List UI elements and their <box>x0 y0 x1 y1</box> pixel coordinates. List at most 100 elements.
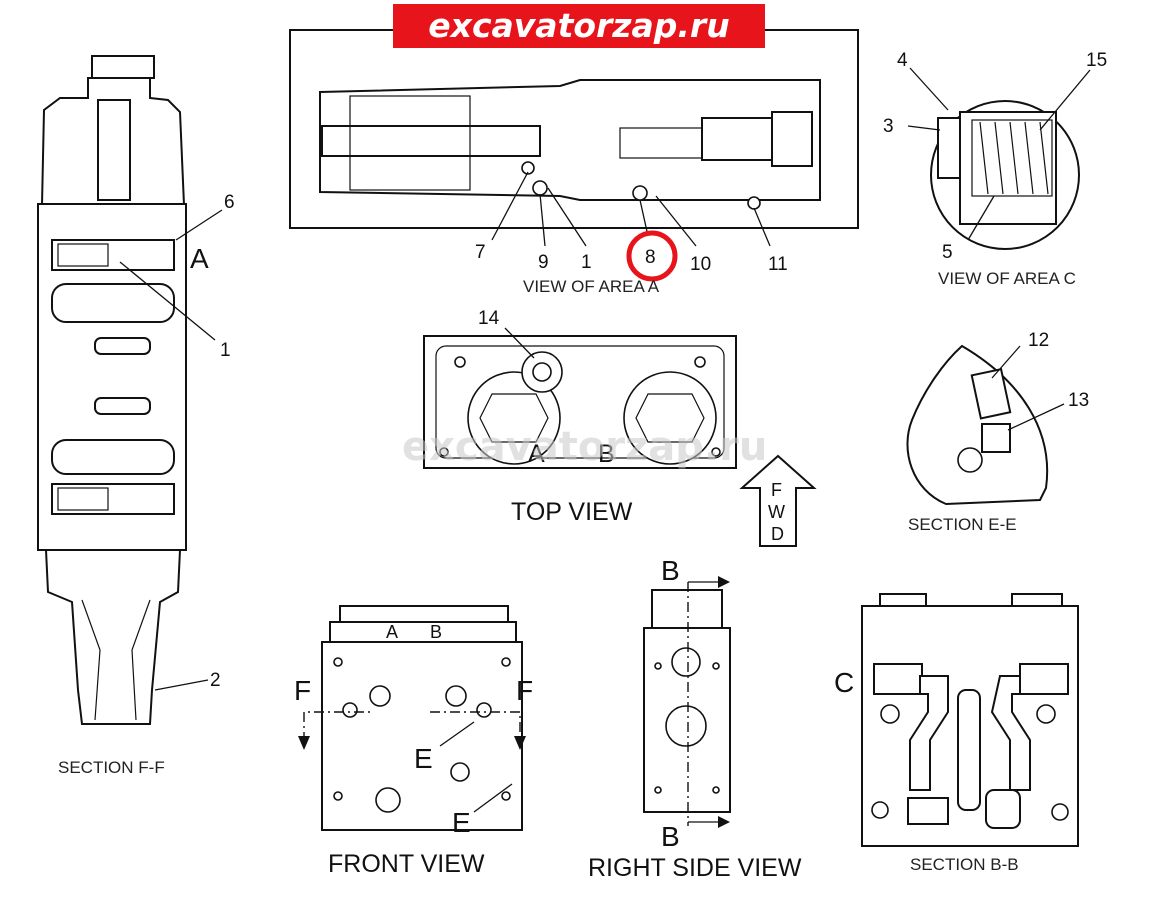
section-ee-hole <box>957 447 983 473</box>
area-c-spring-housing <box>971 119 1053 197</box>
section-ff-top-bore <box>97 99 131 201</box>
right-view-b-top: B <box>661 555 680 586</box>
caption-top-view: TOP VIEW <box>511 498 633 526</box>
section-ff-passage-2 <box>51 439 175 475</box>
top-view-bolt-2 <box>694 356 706 368</box>
section-ff-upper-bore <box>51 239 175 271</box>
right-view-top-fitting <box>651 589 723 629</box>
leader-13 <box>1007 403 1065 431</box>
leader-3 <box>907 125 941 131</box>
caption-front-view: FRONT VIEW <box>328 850 485 878</box>
watermark-overlay: excavatorzap.ru <box>402 424 767 470</box>
top-view: A B 14 TOP VIEW F W D <box>423 308 817 547</box>
area-c-spring-coils <box>979 121 1049 195</box>
section-bb-lower-port <box>985 789 1021 829</box>
front-view: A B F F E E FRONT VIEW <box>294 605 533 878</box>
callout-11: 11 <box>768 254 788 275</box>
section-bb-view: C SECTION B-B <box>834 593 1079 874</box>
front-view-port-a-label: A <box>386 622 398 642</box>
section-bb-left-spring-bore <box>873 663 923 695</box>
section-bb-right-plug <box>1036 704 1056 724</box>
callout-8: 8 <box>645 247 656 268</box>
section-bb-right-spring-bore <box>1019 663 1069 695</box>
section-ee-view: 12 13 SECTION E-E <box>906 330 1089 534</box>
area-a-marker: A <box>190 243 209 274</box>
area-c-cap <box>937 117 961 179</box>
area-a-cavity <box>319 79 821 201</box>
callout-12: 12 <box>1028 330 1049 351</box>
caption-section-ee: SECTION E-E <box>908 515 1017 534</box>
top-view-bolt-3 <box>439 447 449 457</box>
front-view-top-ports <box>339 605 509 623</box>
leader-e-2 <box>473 783 513 813</box>
front-view-bolt-2 <box>501 791 511 801</box>
right-view-bolt-2 <box>712 662 720 670</box>
fwd-letter-f: F <box>771 480 782 500</box>
section-ff-top-nut <box>91 55 155 79</box>
area-a-seal-8 <box>632 185 648 201</box>
top-view-bolt-1 <box>454 356 466 368</box>
area-c-marker: C <box>834 667 854 698</box>
callout-10: 10 <box>690 254 711 275</box>
section-ee-item-12 <box>970 367 1012 420</box>
view-area-c: 4 3 15 5 VIEW OF AREA C <box>883 50 1107 288</box>
callout-6: 6 <box>224 192 235 213</box>
front-view-e-2: E <box>452 807 471 838</box>
leader-12 <box>991 345 1021 379</box>
right-view-bolt-4 <box>712 786 720 794</box>
caption-right-side-view: RIGHT SIDE VIEW <box>588 854 802 882</box>
front-view-f-left: F <box>294 675 311 706</box>
callout-9: 9 <box>538 252 549 273</box>
section-ff-fitting-edge <box>81 599 151 721</box>
top-view-item-14-inner <box>532 362 552 382</box>
top-view-port-b-hex <box>635 393 705 443</box>
callout-5: 5 <box>942 242 953 263</box>
leader-10 <box>655 195 697 247</box>
right-view-b-bottom: B <box>661 821 680 852</box>
leader-e-1 <box>439 721 475 747</box>
front-view-plug-right <box>476 702 492 718</box>
front-view-e-1: E <box>414 743 433 774</box>
section-ee-item-13 <box>981 423 1011 453</box>
area-a-seal-7 <box>521 161 535 175</box>
top-view-port-a-label: A <box>528 440 545 468</box>
leader-4 <box>909 67 949 111</box>
watermark-banner: excavatorzap.ru <box>393 4 765 48</box>
leader-5 <box>967 195 995 241</box>
view-area-a: 7 9 1 8 10 11 VIEW OF AREA A <box>289 29 859 296</box>
section-bb-hole-2 <box>1051 803 1069 821</box>
area-a-spool <box>349 95 471 191</box>
top-view-bolt-4 <box>711 447 721 457</box>
front-view-bolt-3 <box>333 657 343 667</box>
section-line-ff <box>303 711 521 742</box>
fwd-letter-w: W <box>768 502 785 522</box>
section-ff-lower-spring <box>57 487 109 511</box>
caption-view-area-c: VIEW OF AREA C <box>938 269 1076 288</box>
section-bb-hole-1 <box>871 801 889 819</box>
callout-1-section-ff: 1 <box>220 340 231 361</box>
section-bb-right-passage <box>990 675 1031 791</box>
fwd-letter-d: D <box>771 524 784 544</box>
section-ff-upper-spring <box>57 243 109 267</box>
leader-2 <box>154 679 209 691</box>
caption-view-area-a: VIEW OF AREA A <box>523 277 660 296</box>
leader-1-area-a <box>547 187 587 247</box>
callout-3: 3 <box>883 116 894 137</box>
section-bb-left-passage <box>909 675 949 791</box>
area-a-spool-bore <box>321 125 541 157</box>
right-view-bolt-1 <box>654 662 662 670</box>
section-ee-body <box>906 344 1049 506</box>
highlight-ring-8 <box>626 230 678 282</box>
section-ff-slot-2 <box>94 397 151 415</box>
leader-14 <box>504 327 535 359</box>
section-ff-bottom-fitting <box>44 549 182 725</box>
leader-6 <box>175 209 223 241</box>
section-ff-view: 2 1 6 A SECTION F-F <box>37 55 235 777</box>
area-a-plug-cap <box>771 111 813 167</box>
front-view-hole-3 <box>450 762 470 782</box>
leader-7 <box>491 171 529 241</box>
section-ff-slot-1 <box>94 337 151 355</box>
callout-14: 14 <box>478 308 500 329</box>
callout-1-area-a: 1 <box>581 252 592 273</box>
